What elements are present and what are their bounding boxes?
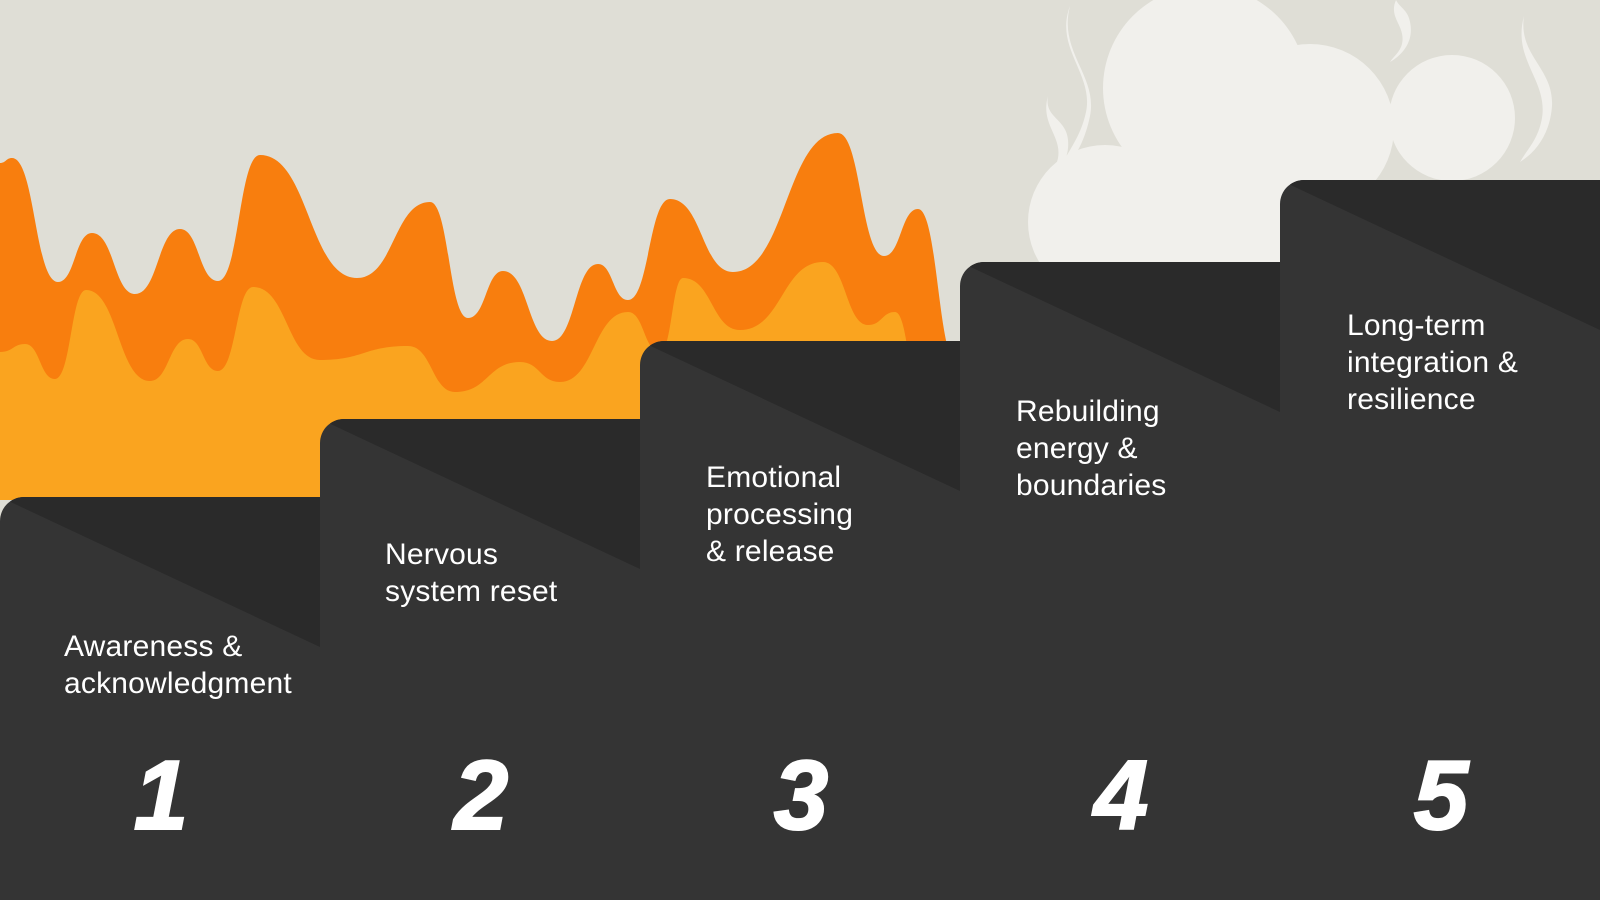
step-label-line: acknowledgment	[64, 667, 292, 700]
smoke-wisp-icon	[1390, 0, 1411, 62]
smoke-wisp-icon	[1046, 96, 1069, 178]
step-label-line: integration &	[1347, 346, 1519, 379]
step-2-block: Nervous system reset 2	[320, 419, 640, 900]
step-label-line: Awareness &	[64, 630, 243, 663]
step-1-block: Awareness & acknowledgment 1	[0, 497, 320, 900]
step-4-label: Rebuilding energy & boundaries	[1016, 393, 1166, 504]
step-label-line: Long-term	[1347, 309, 1486, 342]
step-4-block: Rebuilding energy & boundaries 4	[960, 262, 1280, 900]
step-label-line: resilience	[1347, 383, 1476, 416]
step-5-block: Long-term integration & resilience 5	[1280, 180, 1600, 900]
step-label-line: & release	[706, 535, 835, 568]
step-label-line: Emotional	[706, 461, 842, 494]
smoke-wisp-icon	[1520, 16, 1553, 162]
step-1-label: Awareness & acknowledgment	[64, 628, 292, 702]
step-2-label: Nervous system reset	[385, 536, 557, 610]
step-1-number: 1	[133, 740, 190, 850]
smoke-wisp-icon	[1058, 6, 1092, 174]
step-label-line: Nervous	[385, 538, 499, 571]
step-5-number: 5	[1413, 740, 1470, 850]
step-4-shadow	[960, 262, 1280, 412]
step-label-line: processing	[706, 498, 854, 531]
step-label-line: system reset	[385, 575, 558, 608]
step-3-block: Emotional processing & release 3	[640, 341, 960, 900]
step-1-shadow	[0, 497, 320, 647]
step-2-number: 2	[453, 740, 510, 850]
step-3-label: Emotional processing & release	[706, 459, 853, 570]
step-label-line: energy &	[1016, 432, 1138, 465]
step-label-line: boundaries	[1016, 469, 1167, 502]
step-3-number: 3	[773, 740, 830, 850]
step-4-number: 4	[1093, 740, 1150, 850]
step-5-label: Long-term integration & resilience	[1347, 307, 1518, 418]
smoke-cloud-icon	[1028, 0, 1553, 303]
step-label-line: Rebuilding	[1016, 395, 1160, 428]
